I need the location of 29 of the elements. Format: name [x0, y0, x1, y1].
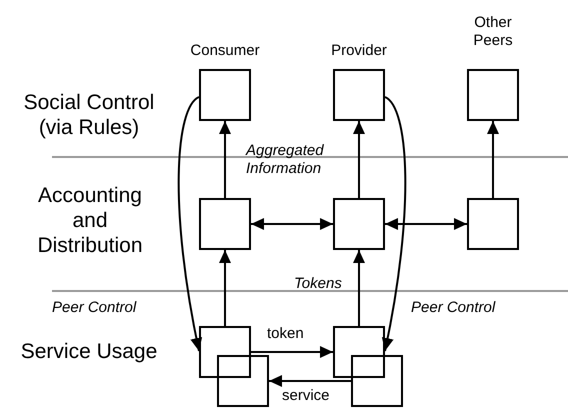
- arrow: [385, 218, 467, 230]
- process-box: [199, 69, 251, 121]
- arrow: [251, 346, 333, 358]
- arrow: [219, 250, 231, 326]
- process-box: [217, 355, 269, 407]
- arrow: [251, 218, 333, 230]
- process-box: [467, 198, 519, 250]
- process-box: [333, 198, 385, 250]
- process-box: [333, 326, 385, 378]
- row-heading: Service Usage: [20, 339, 158, 364]
- process-box: [333, 69, 385, 121]
- arrow: [487, 121, 499, 198]
- column-heading: Provider: [330, 42, 388, 60]
- row-heading: Accounting and Distribution: [36, 183, 144, 259]
- column-heading: Consumer: [189, 42, 261, 60]
- process-box: [199, 326, 251, 378]
- process-box: [351, 355, 403, 407]
- arrow: [382, 96, 406, 352]
- row-heading: Social Control (via Rules): [22, 90, 156, 140]
- process-box: [467, 69, 519, 121]
- arrow: [219, 121, 231, 198]
- section-note: Aggregated Information: [246, 142, 325, 178]
- column-heading: Other Peers: [472, 14, 514, 50]
- arrow: [269, 375, 351, 387]
- process-box: [199, 198, 251, 250]
- arrow: [353, 250, 365, 326]
- arrow: [178, 96, 202, 352]
- section-note: Tokens: [294, 275, 343, 293]
- arrow: [353, 121, 365, 198]
